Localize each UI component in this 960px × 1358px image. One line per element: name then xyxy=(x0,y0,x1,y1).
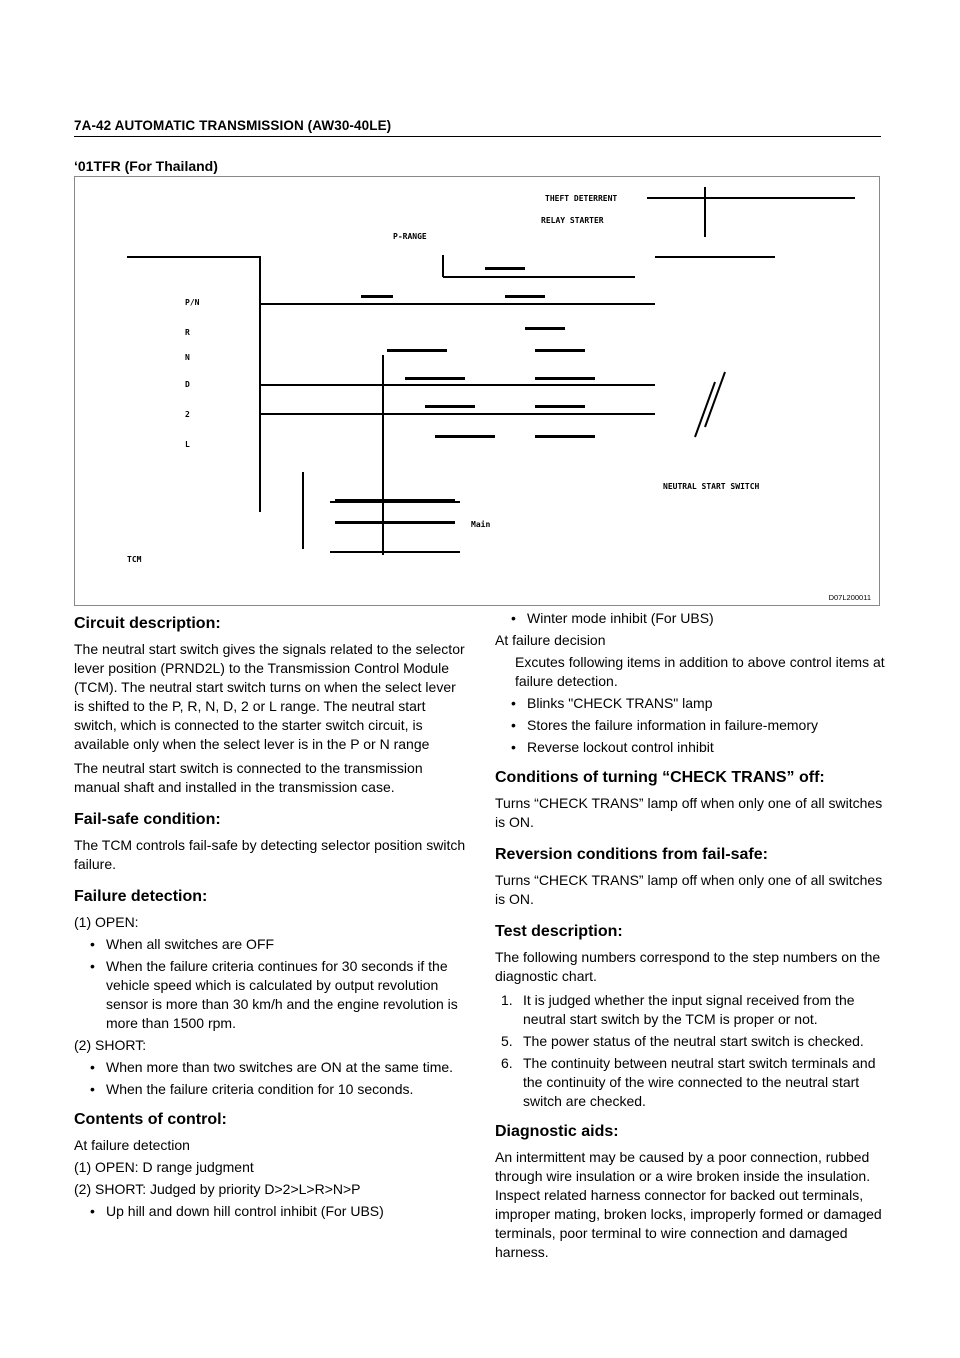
bullet-item: When the failure criteria continues for … xyxy=(74,957,469,1033)
bullet-item: When all switches are OFF xyxy=(74,935,469,954)
heading-diagnostic: Diagnostic aids: xyxy=(495,1123,619,1140)
diagram-label: P-RANGE xyxy=(393,232,427,241)
paragraph: Turns “CHECK TRANS” lamp off when only o… xyxy=(495,872,883,907)
heading-detection: Failure detection: xyxy=(74,888,208,905)
list-label: At failure detection xyxy=(74,1137,190,1153)
bullet-item: When more than two switches are ON at th… xyxy=(74,1058,469,1077)
right-column: Winter mode inhibit (For UBS) At failure… xyxy=(495,609,885,1267)
list-label: (2) SHORT: xyxy=(74,1037,147,1053)
bullet-item: Reverse lockout control inhibit xyxy=(495,738,885,757)
diagram-label: NEUTRAL START SWITCH xyxy=(663,482,760,491)
diagram-label: TCM xyxy=(127,555,142,564)
paragraph: The TCM controls fail-safe by detecting … xyxy=(74,837,466,872)
diagram-label: RELAY STARTER xyxy=(541,216,604,225)
item-text: The continuity between neutral start swi… xyxy=(523,1055,876,1109)
item-text: It is judged whether the input signal re… xyxy=(523,992,855,1027)
numbered-item: 6. The continuity between neutral start … xyxy=(495,1054,885,1111)
heading-failsafe: Fail-safe condition: xyxy=(74,811,221,828)
heading-contents: Contents of control: xyxy=(74,1111,227,1128)
item-number: 5. xyxy=(501,1033,513,1049)
figure-caption: D07L200011 xyxy=(828,593,871,602)
paragraph: An intermittent may be caused by a poor … xyxy=(495,1149,882,1260)
paragraph: The neutral start switch is connected to… xyxy=(74,760,423,795)
heading-circuit: Circuit description: xyxy=(74,615,221,632)
bullet-item: Up hill and down hill control inhibit (F… xyxy=(74,1202,469,1221)
paragraph: The following numbers correspond to the … xyxy=(495,949,881,984)
bullet-item: When the failure criteria condition for … xyxy=(74,1080,469,1099)
figure-subtitle: ‘01TFR (For Thailand) xyxy=(74,158,218,174)
item-number: 1. xyxy=(501,992,513,1008)
bullet-item: Blinks "CHECK TRANS" lamp xyxy=(495,694,885,713)
item-number: 6. xyxy=(501,1055,513,1071)
list-label: (1) OPEN: D range judgment xyxy=(74,1159,254,1175)
diagram-label: D xyxy=(185,380,190,389)
diagram-label: Main xyxy=(471,519,490,529)
diagram-label: THEFT DETERRENT xyxy=(545,194,617,203)
paragraph: Excutes following items in addition to a… xyxy=(515,654,885,689)
numbered-item: 1. It is judged whether the input signal… xyxy=(495,991,885,1029)
item-text: The power status of the neutral start sw… xyxy=(523,1033,864,1049)
heading-test: Test description: xyxy=(495,923,623,940)
left-column: Circuit description: The neutral start s… xyxy=(74,614,469,1224)
diagram-label: N xyxy=(185,353,190,362)
heading-reversion: Reversion conditions from fail-safe: xyxy=(495,846,768,863)
numbered-item: 5. The power status of the neutral start… xyxy=(495,1032,885,1051)
wiring-diagram: THEFT DETERRENT RELAY STARTER P-RANGE P/… xyxy=(74,176,880,606)
diagram-label: P/N xyxy=(185,298,200,307)
page-header: 7A-42 AUTOMATIC TRANSMISSION (AW30-40LE) xyxy=(74,118,881,137)
diagram-label: R xyxy=(185,328,190,337)
paragraph: The neutral start switch gives the signa… xyxy=(74,641,465,752)
diagram-label: 2 xyxy=(185,410,190,419)
bullet-item: Stores the failure information in failur… xyxy=(495,716,885,735)
paragraph: Turns “CHECK TRANS” lamp off when only o… xyxy=(495,795,883,830)
heading-conditions: Conditions of turning “CHECK TRANS” off: xyxy=(495,769,825,786)
diagram-label: L xyxy=(185,440,190,449)
list-label: (1) OPEN: xyxy=(74,914,139,930)
list-label: (2) SHORT: Judged by priority D>2>L>R>N>… xyxy=(74,1181,361,1197)
bullet-item: Winter mode inhibit (For UBS) xyxy=(495,609,885,628)
list-label: At failure decision xyxy=(495,632,606,648)
wiring-diagram-svg: THEFT DETERRENT RELAY STARTER P-RANGE P/… xyxy=(127,187,855,564)
